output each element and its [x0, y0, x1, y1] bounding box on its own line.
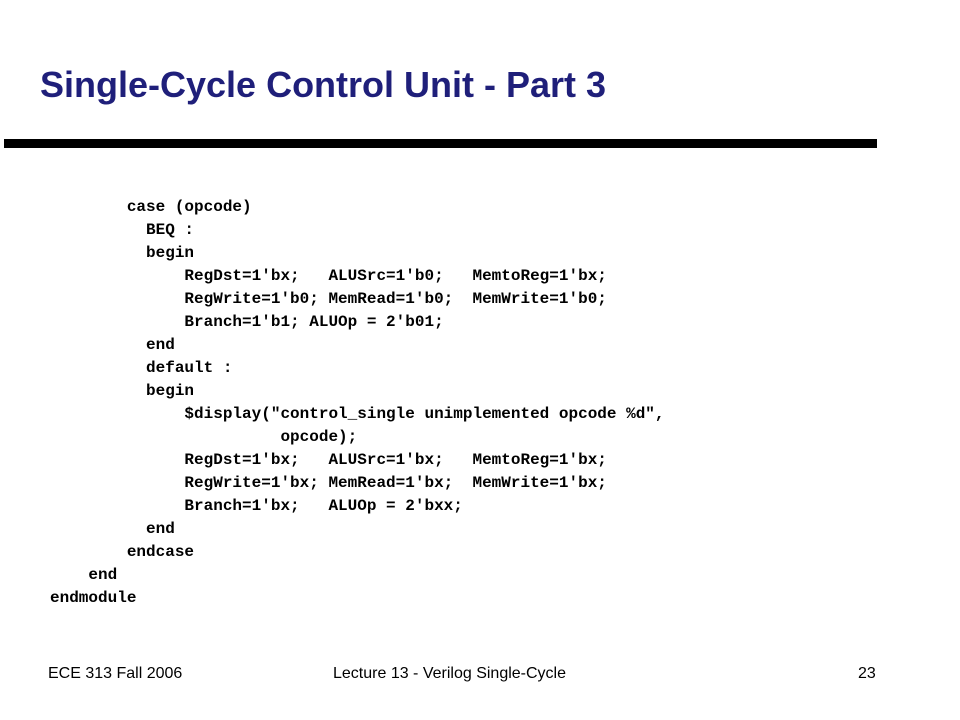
code-line: BEQ :	[50, 221, 195, 239]
code-line: endmodule	[50, 589, 137, 607]
code-block: case (opcode) BEQ : begin RegDst=1'bx; A…	[50, 196, 665, 610]
footer-lecture-title: Lecture 13 - Verilog Single-Cycle	[333, 665, 567, 682]
code-line: end	[50, 520, 175, 538]
code-line: RegDst=1'bx; ALUSrc=1'bx; MemtoReg=1'bx;	[50, 451, 607, 469]
code-line: default :	[50, 359, 233, 377]
code-line: RegWrite=1'b0; MemRead=1'b0; MemWrite=1'…	[50, 290, 607, 308]
title-divider	[4, 139, 877, 148]
code-line: RegDst=1'bx; ALUSrc=1'b0; MemtoReg=1'bx;	[50, 267, 607, 285]
footer-course: ECE 313 Fall 2006	[48, 665, 183, 682]
code-line: endcase	[50, 543, 195, 561]
code-line: $display("control_single unimplemented o…	[50, 405, 665, 423]
code-line: Branch=1'b1; ALUOp = 2'b01;	[50, 313, 444, 331]
code-line: Branch=1'bx; ALUOp = 2'bxx;	[50, 497, 463, 515]
code-line: end	[50, 566, 118, 584]
code-line: begin	[50, 244, 195, 262]
code-line: opcode);	[50, 428, 358, 446]
footer-page-number: 23	[858, 665, 876, 682]
code-line: RegWrite=1'bx; MemRead=1'bx; MemWrite=1'…	[50, 474, 607, 492]
code-line: case (opcode)	[50, 198, 252, 216]
code-line: end	[50, 336, 175, 354]
code-line: begin	[50, 382, 195, 400]
slide-title: Single-Cycle Control Unit - Part 3	[40, 64, 607, 105]
